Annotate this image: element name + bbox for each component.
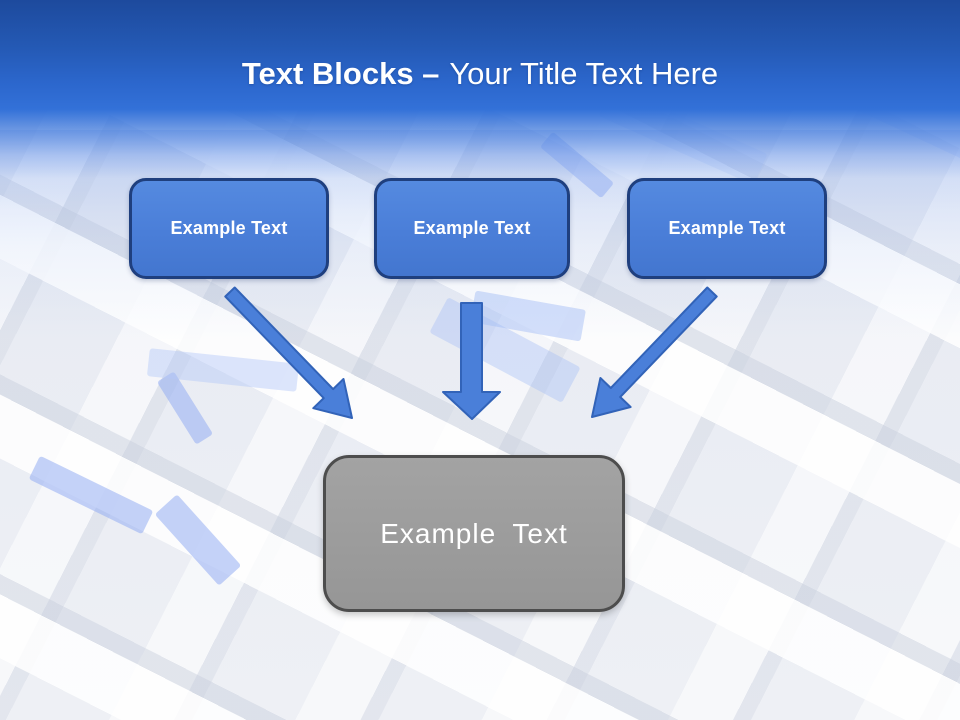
blue-beam — [154, 494, 242, 586]
title-banner — [0, 0, 960, 210]
text-block-1[interactable]: Example Text — [129, 178, 329, 279]
blue-beam — [28, 455, 154, 535]
text-block-3-label: Example Text — [668, 218, 786, 238]
result-block-label: Example Text — [380, 517, 568, 549]
slide-title[interactable]: Text Blocks – Your Title Text Here — [0, 54, 960, 94]
text-block-2-label: Example Text — [413, 218, 531, 238]
title-regular-text: Your Title Text Here — [449, 56, 719, 91]
blue-beam — [156, 371, 214, 445]
title-bold-text: Text Blocks – — [241, 56, 440, 91]
text-block-2[interactable]: Example Text — [374, 178, 570, 279]
text-block-3[interactable]: Example Text — [627, 178, 827, 279]
result-block[interactable]: Example Text — [323, 455, 625, 612]
text-block-1-label: Example Text — [170, 218, 288, 238]
